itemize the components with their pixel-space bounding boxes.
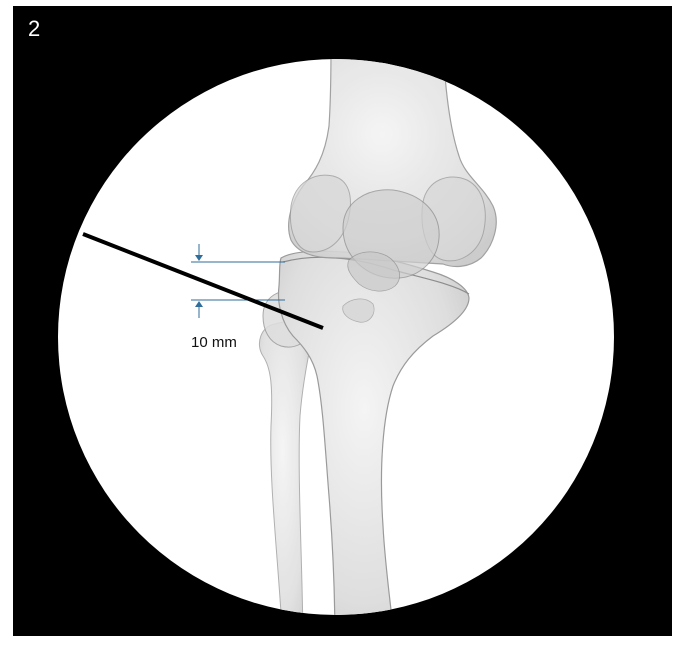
knee-illustration: 10 mm xyxy=(13,6,672,636)
measurement-label: 10 mm xyxy=(191,334,237,351)
illustration-panel: 2 xyxy=(13,6,672,636)
